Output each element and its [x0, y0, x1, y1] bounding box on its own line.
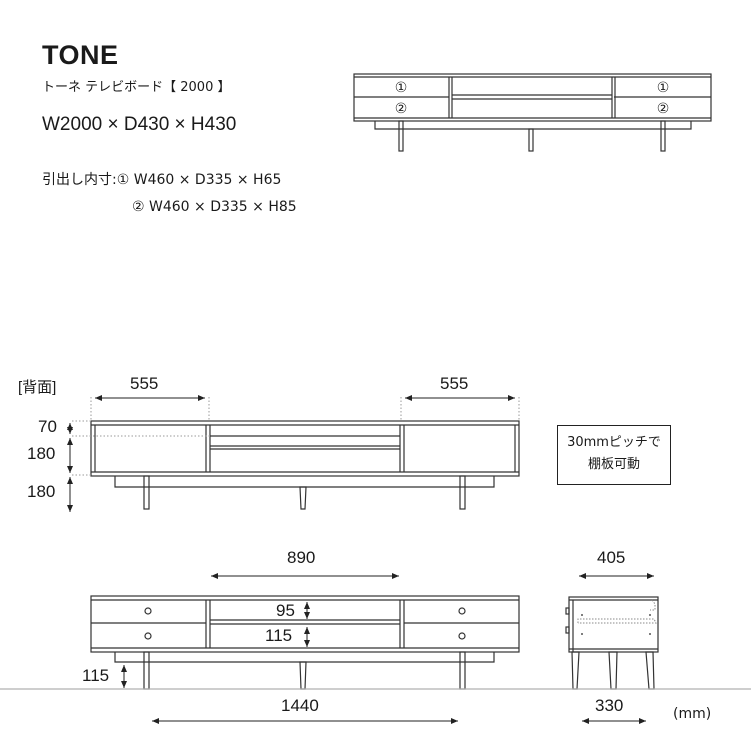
front-view-drawing [90, 595, 520, 690]
dim-top-height: 70 [38, 417, 57, 436]
dim-leg-depth: 330 [595, 696, 624, 715]
dim-back-left-width: 555 [130, 374, 159, 393]
drawer-label: ① [657, 80, 670, 96]
dim-lower-shelf: 115 [265, 626, 293, 645]
side-view-shelf-pitch [577, 599, 657, 624]
product-title: TONE [42, 40, 119, 70]
back-view-dimension-lines [72, 397, 520, 476]
dim-upper-shelf: 95 [276, 601, 295, 620]
front-thumbnail-drawing [353, 73, 712, 152]
dim-depth: 405 [597, 548, 626, 567]
back-view-drawing [90, 420, 520, 510]
dim-shelf-height: 180 [27, 444, 56, 463]
note-line-2: 棚板可動 [587, 457, 640, 472]
drawer-label: ① [395, 80, 408, 96]
dim-leg-height-back: 180 [27, 482, 56, 501]
thumbnail-drawer-labels: ① ② ① ② [395, 80, 670, 117]
drawer-inner-size-2: ② W460 × D335 × H85 [132, 199, 297, 215]
drawer-label: ② [395, 101, 408, 117]
shelf-pin-holes [581, 614, 651, 635]
product-subtitle: トーネ テレビボード【 2000 】 [42, 80, 231, 95]
overall-dimensions: W2000 × D430 × H430 [42, 114, 237, 135]
drawer-label: ② [657, 101, 670, 117]
drawer-inner-label: 引出し内寸: [42, 172, 117, 188]
drawer-inner-value-1: ① W460 × D335 × H65 [116, 172, 282, 188]
dim-leg-span: 1440 [281, 696, 319, 715]
back-view-label: [背面] [18, 379, 57, 396]
side-view-drawing [565, 596, 659, 690]
dim-center-width: 890 [287, 548, 316, 567]
shelf-adjust-note: 30mmピッチで 棚板可動 [557, 425, 671, 485]
dim-leg-height: 115 [82, 666, 110, 685]
units-label: (mm) [673, 706, 712, 722]
dim-back-right-width: 555 [440, 374, 469, 393]
drawer-inner-size-1: 引出し内寸:① W460 × D335 × H65 [42, 169, 281, 189]
note-line-1: 30mmピッチで [567, 435, 661, 450]
